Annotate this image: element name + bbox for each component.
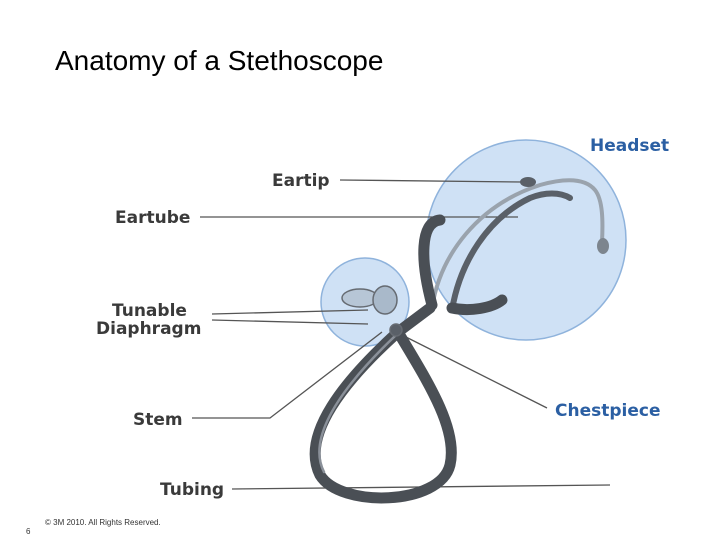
stem-piece	[392, 302, 436, 338]
tubing-loop-shine	[318, 334, 397, 474]
label-stem: Stem	[133, 410, 183, 430]
eartip-left	[520, 177, 536, 187]
tunable-leader-1	[211, 309, 369, 315]
tubing-loop	[309, 326, 457, 504]
tunable-leader-2	[211, 319, 369, 325]
stem-leader	[192, 331, 383, 419]
label-chestpiece: Chestpiece	[555, 401, 661, 421]
label-tubing: Tubing	[160, 480, 224, 500]
label-tunable-line1: Tunable	[112, 301, 187, 321]
page-number: 6	[26, 527, 31, 536]
label-headset: Headset	[590, 136, 669, 156]
slide-title: Anatomy of a Stethoscope	[55, 45, 384, 76]
chestpiece-joint	[389, 323, 403, 337]
eartube-right	[430, 178, 605, 310]
yoke-left	[418, 214, 446, 311]
label-eartip: Eartip	[272, 171, 330, 191]
eartip-leader	[339, 179, 523, 183]
chestpiece-leader	[395, 331, 548, 409]
label-eartube: Eartube	[115, 208, 190, 228]
copyright-notice: © 3M 2010. All Rights Reserved.	[45, 518, 161, 527]
label-tunable-line2: Diaphragm	[96, 319, 201, 339]
eartip-right	[597, 238, 609, 254]
eartube-left	[449, 190, 573, 313]
diaphragm-bell	[372, 285, 398, 315]
yoke-right	[446, 294, 508, 316]
